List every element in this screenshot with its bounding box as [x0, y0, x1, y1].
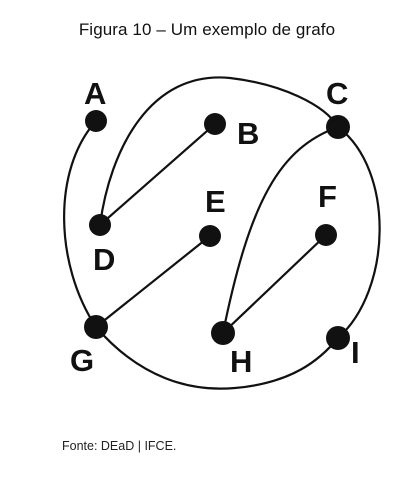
edge-c-i: [336, 125, 381, 340]
edge-d-b: [98, 122, 217, 227]
node-f: [315, 224, 337, 246]
edge-h-f: [221, 233, 328, 335]
node-c: [326, 115, 350, 139]
node-label-h: H: [230, 344, 252, 379]
node-label-a: A: [84, 76, 106, 111]
node-a: [85, 110, 107, 132]
node-label-e: E: [205, 184, 226, 219]
edge-d-c: [98, 76, 340, 227]
edge-c-h: [221, 125, 340, 335]
node-d: [89, 214, 111, 236]
node-label-f: F: [318, 179, 337, 214]
node-h: [211, 321, 235, 345]
edge-g-i: [94, 325, 340, 390]
figure-caption: Figura 10 – Um exemplo de grafo: [78, 20, 336, 39]
node-label-b: B: [237, 116, 259, 151]
node-b: [204, 113, 226, 135]
node-label-i: I: [351, 335, 360, 370]
node-i: [326, 326, 350, 350]
node-g: [84, 315, 108, 339]
node-label-c: C: [326, 76, 348, 111]
edge-g-e: [94, 234, 212, 329]
node-label-d: D: [93, 242, 115, 277]
edge-a-g: [63, 119, 98, 329]
node-label-g: G: [70, 343, 94, 378]
figure-source: Fonte: DEaD | IFCE.: [62, 439, 177, 453]
node-e: [199, 225, 221, 247]
